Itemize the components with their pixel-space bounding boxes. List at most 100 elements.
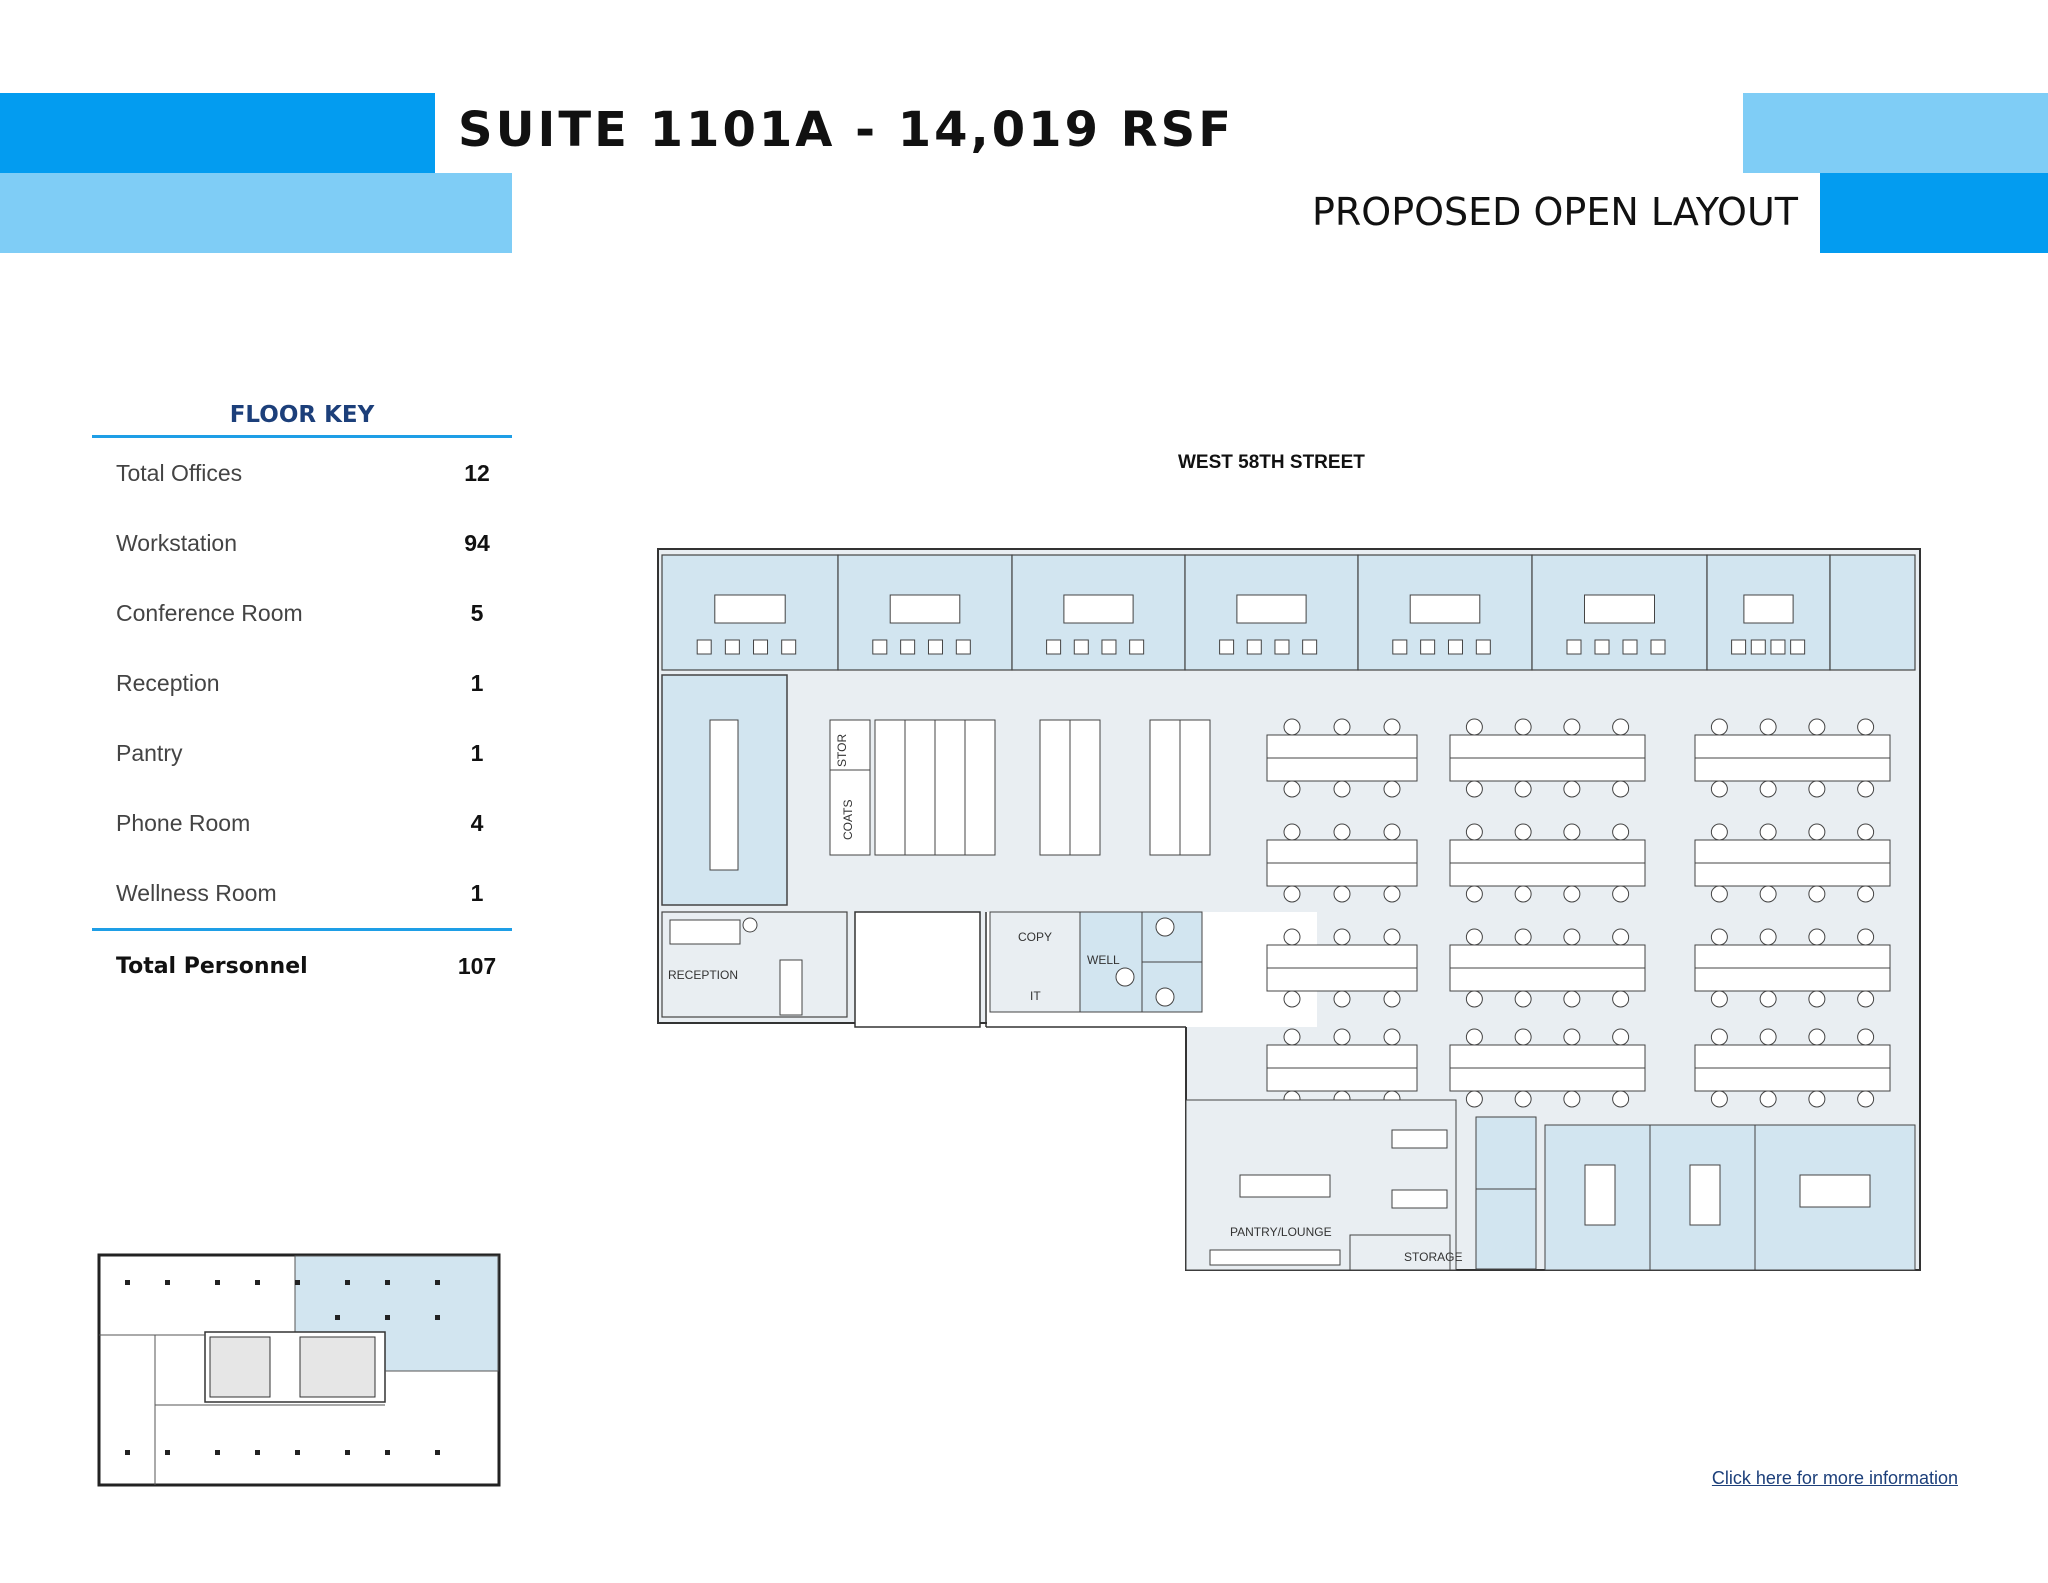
workstation-chair <box>1759 990 1777 1008</box>
floor-key-label: Pantry <box>116 739 183 766</box>
floor-key-bottom-rule <box>92 928 512 931</box>
workstation-chair <box>1808 885 1826 903</box>
workstation-chair <box>1514 1090 1532 1108</box>
workstation-chair <box>1759 1028 1777 1046</box>
office-chair <box>1447 639 1463 655</box>
keyplan-column <box>295 1280 300 1285</box>
core-rooms <box>989 911 1203 1013</box>
workstation-chair <box>1563 718 1581 736</box>
workstation-chair <box>1283 885 1301 903</box>
conference-room-west <box>661 674 788 906</box>
workstation-chair <box>1612 718 1630 736</box>
workstation-chair <box>1333 823 1351 841</box>
workstation-chair <box>1465 1090 1483 1108</box>
office-chair <box>1129 639 1145 655</box>
office-chair <box>900 639 916 655</box>
office-chair <box>1731 639 1747 655</box>
office-chair <box>1622 639 1638 655</box>
workstation-chair <box>1333 1028 1351 1046</box>
workstation-chair <box>1612 928 1630 946</box>
workstation-chair <box>1563 780 1581 798</box>
workstation-chair <box>1465 780 1483 798</box>
office-chair <box>1274 639 1290 655</box>
floor-key-total-row: Total Personnel 107 <box>92 931 512 1001</box>
workstation-chair <box>1283 823 1301 841</box>
office-chair <box>1302 639 1318 655</box>
workstation-chair <box>1857 823 1875 841</box>
workstation-chair <box>1808 928 1826 946</box>
workstation-chair <box>1857 1028 1875 1046</box>
workstation-chair <box>1283 928 1301 946</box>
keyplan-column <box>215 1280 220 1285</box>
office-chair <box>1650 639 1666 655</box>
workstation-chair <box>1808 1090 1826 1108</box>
workstation-chair <box>1612 1090 1630 1108</box>
workstation-chair <box>1759 780 1777 798</box>
workstation-chair <box>1383 823 1401 841</box>
workstation-clusters <box>874 718 1891 1108</box>
workstation-chair <box>1759 823 1777 841</box>
workstation-chair <box>1759 928 1777 946</box>
workstation-chair <box>1465 928 1483 946</box>
suite-title: SUITE 1101A - 14,019 RSF <box>458 102 1234 158</box>
workstation-chair <box>1465 823 1483 841</box>
floor-key-value: 5 <box>470 599 484 626</box>
floor-key-total-label: Total Personnel <box>116 953 308 979</box>
floor-key-label: Reception <box>116 669 220 696</box>
workstation-chair <box>1710 718 1728 736</box>
workstation-chair <box>1563 823 1581 841</box>
floor-key-total-value: 107 <box>457 952 497 979</box>
keyplan-column <box>385 1280 390 1285</box>
street-label: WEST 58TH STREET <box>1178 452 1365 473</box>
workstation-chair <box>1333 780 1351 798</box>
workstation-chair <box>1465 885 1483 903</box>
floor-key-top-rule <box>92 435 512 438</box>
reception-area <box>661 911 848 1018</box>
office-chair <box>1046 639 1062 655</box>
workstation-chair <box>1283 718 1301 736</box>
keyplan-column <box>435 1315 440 1320</box>
workstation-chair <box>1710 823 1728 841</box>
keyplan-column <box>385 1450 390 1455</box>
office-chair <box>1246 639 1262 655</box>
header-band-right-top <box>1743 93 2048 173</box>
office-chair <box>1101 639 1117 655</box>
workstation-chair <box>1857 1090 1875 1108</box>
office-chair <box>927 639 943 655</box>
office-chair <box>1566 639 1582 655</box>
keyplan-column <box>435 1280 440 1285</box>
office-chair <box>1073 639 1089 655</box>
workstation-chair <box>1563 990 1581 1008</box>
keyplan-column <box>165 1280 170 1285</box>
office-chair <box>1770 639 1786 655</box>
building-key-plan <box>97 1253 501 1487</box>
copy-label: COPY <box>1018 930 1052 944</box>
office-chair <box>1392 639 1408 655</box>
workstation-chair <box>1612 780 1630 798</box>
well-label: WELL <box>1087 953 1120 967</box>
workstation-chair <box>1808 823 1826 841</box>
keyplan-column <box>345 1280 350 1285</box>
workstation-chair <box>1710 928 1728 946</box>
workstation-chair <box>1465 718 1483 736</box>
workstation-chair <box>1283 990 1301 1008</box>
more-info-link[interactable]: Click here for more information <box>1711 1468 1958 1488</box>
workstation-chair <box>1857 990 1875 1008</box>
office-chair <box>781 639 797 655</box>
floor-key-value: 94 <box>464 529 490 556</box>
floor-key-value: 12 <box>464 459 490 486</box>
floor-key-value: 4 <box>470 809 484 836</box>
office-desk <box>1743 594 1794 624</box>
pantry-lounge <box>1185 1099 1457 1271</box>
keyplan-column <box>335 1315 340 1320</box>
perimeter-offices <box>661 554 1916 671</box>
workstation-chair <box>1710 990 1728 1008</box>
office-chair <box>1420 639 1436 655</box>
